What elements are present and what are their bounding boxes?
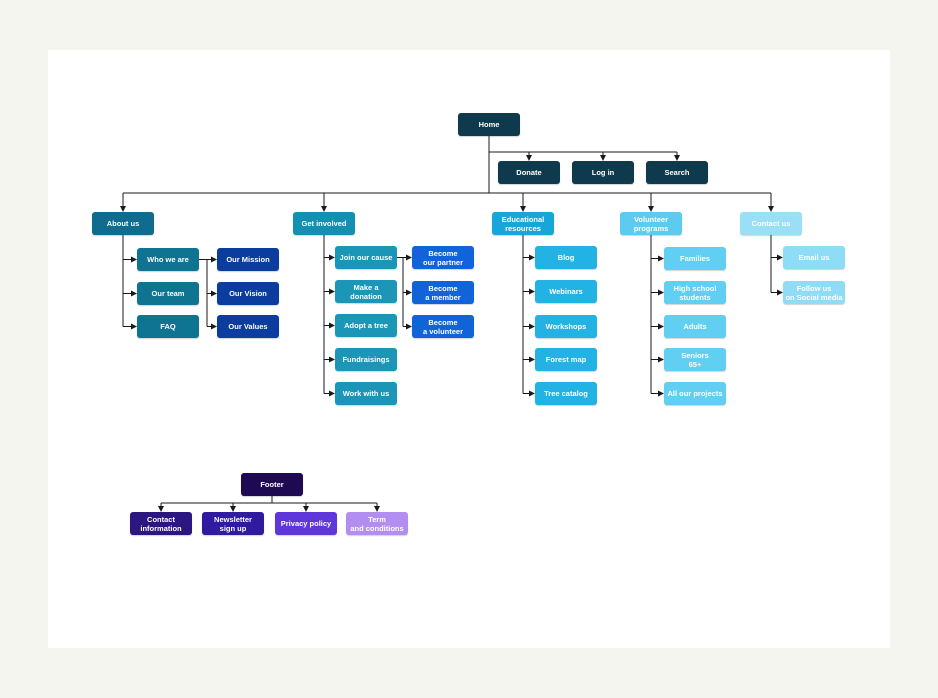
donate-node[interactable]: Donate bbox=[498, 161, 560, 184]
seniors-node[interactable]: Seniors 65+ bbox=[664, 348, 726, 371]
about-us-node[interactable]: About us bbox=[92, 212, 154, 235]
terms-and-conditions-node[interactable]: Term and conditions bbox=[346, 512, 408, 535]
all-our-projects-node[interactable]: All our projects bbox=[664, 382, 726, 405]
privacy-policy-node[interactable]: Privacy policy bbox=[275, 512, 337, 535]
work-with-us-node[interactable]: Work with us bbox=[335, 382, 397, 405]
contact-information-node[interactable]: Contact information bbox=[130, 512, 192, 535]
faq-node[interactable]: FAQ bbox=[137, 315, 199, 338]
become-a-member-node[interactable]: Become a member bbox=[412, 281, 474, 304]
our-values-node[interactable]: Our Values bbox=[217, 315, 279, 338]
tree-catalog-node[interactable]: Tree catalog bbox=[535, 382, 597, 405]
forest-map-node[interactable]: Forest map bbox=[535, 348, 597, 371]
our-mission-node[interactable]: Our Mission bbox=[217, 248, 279, 271]
search-node[interactable]: Search bbox=[646, 161, 708, 184]
make-a-donation-node[interactable]: Make a donation bbox=[335, 280, 397, 303]
contact-us-node[interactable]: Contact us bbox=[740, 212, 802, 235]
who-we-are-node[interactable]: Who we are bbox=[137, 248, 199, 271]
high-school-students-node[interactable]: High school students bbox=[664, 281, 726, 304]
fundraisings-node[interactable]: Fundraisings bbox=[335, 348, 397, 371]
become-our-partner-node[interactable]: Become our partner bbox=[412, 246, 474, 269]
follow-us-node[interactable]: Follow us on Social media bbox=[783, 281, 845, 304]
blog-node[interactable]: Blog bbox=[535, 246, 597, 269]
get-involved-node[interactable]: Get involved bbox=[293, 212, 355, 235]
become-a-volunteer-node[interactable]: Become a volunteer bbox=[412, 315, 474, 338]
diagram-canvas bbox=[48, 50, 890, 648]
home-node[interactable]: Home bbox=[458, 113, 520, 136]
our-team-node[interactable]: Our team bbox=[137, 282, 199, 305]
login-node[interactable]: Log in bbox=[572, 161, 634, 184]
email-us-node[interactable]: Email us bbox=[783, 246, 845, 269]
educational-resources-node[interactable]: Educational resources bbox=[492, 212, 554, 235]
adopt-a-tree-node[interactable]: Adopt a tree bbox=[335, 314, 397, 337]
volunteer-programs-node[interactable]: Volunteer programs bbox=[620, 212, 682, 235]
webinars-node[interactable]: Webinars bbox=[535, 280, 597, 303]
adults-node[interactable]: Adults bbox=[664, 315, 726, 338]
newsletter-sign-up-node[interactable]: Newsletter sign up bbox=[202, 512, 264, 535]
join-our-cause-node[interactable]: Join our cause bbox=[335, 246, 397, 269]
our-vision-node[interactable]: Our Vision bbox=[217, 282, 279, 305]
families-node[interactable]: Families bbox=[664, 247, 726, 270]
workshops-node[interactable]: Workshops bbox=[535, 315, 597, 338]
footer-node[interactable]: Footer bbox=[241, 473, 303, 496]
